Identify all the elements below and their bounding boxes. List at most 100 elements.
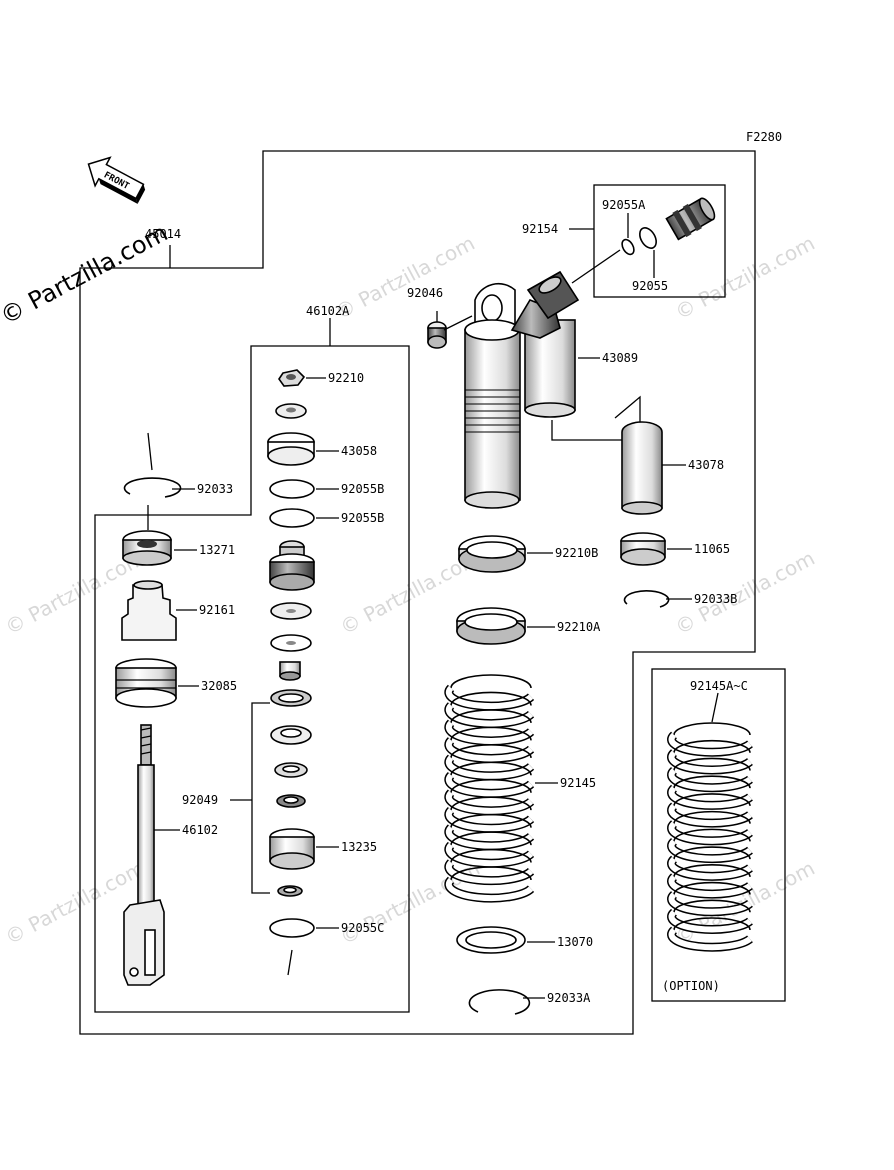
spring-92145A-C: 92145A~C: [667, 679, 753, 952]
spring-coil-highlight: [668, 768, 752, 791]
spring-coil-back: [450, 848, 532, 863]
spring-coil-highlight: [445, 773, 534, 797]
label-92145: 92145: [560, 776, 596, 790]
spring-coil-highlight: [445, 825, 534, 849]
label-92210A: 92210A: [557, 620, 601, 634]
part-43078: 43078: [551, 395, 724, 515]
spring-coil-highlight: [445, 842, 534, 867]
front-arrow-icon: FRONT: [87, 156, 146, 204]
label-11065: 11065: [694, 542, 730, 556]
spring-coil-back: [450, 744, 532, 758]
label-92055C: 92055C: [341, 921, 384, 935]
label-13070: 13070: [557, 935, 593, 949]
label-43078: 43078: [688, 458, 724, 472]
spring-coil-back: [673, 864, 751, 877]
part-13070-spring-seat: 13070: [456, 926, 593, 954]
spring-coil-highlight: [668, 839, 752, 862]
spring-coil-back: [673, 899, 751, 913]
spring-coil-highlight: [445, 738, 534, 762]
watermark: © Partzilla.com: [671, 231, 819, 325]
part-46102-rod: 46102: [123, 724, 218, 986]
part-43058: 43058: [267, 432, 377, 466]
piston-guide: [269, 540, 315, 591]
label-92055B-lower: 92055B: [341, 511, 384, 525]
spring-coil-back: [450, 866, 532, 881]
part-92161: 92161: [121, 580, 235, 641]
part-11065: 11065: [620, 532, 730, 566]
washer-top: [275, 403, 307, 419]
spring-coil-back: [450, 813, 532, 828]
spring-coil-back: [673, 810, 751, 824]
subassembly-46102A-boundary: [94, 345, 410, 1013]
part-92049-group: 92049: [182, 689, 312, 894]
label-32085: 32085: [201, 679, 237, 693]
spring-coil-back: [450, 761, 532, 776]
spring-coil-back: [673, 739, 751, 753]
part-13271: 13271: [122, 505, 235, 566]
label-92049: 92049: [182, 793, 218, 807]
label-13271: 13271: [199, 543, 235, 557]
spring-coil-highlight: [445, 720, 534, 744]
spring-coil-highlight: [445, 755, 534, 779]
spring-coil-back: [450, 709, 532, 724]
spring-coil-highlight: [445, 808, 534, 832]
assembly-boundary: [79, 150, 756, 1035]
spring-coil-highlight: [445, 877, 534, 902]
oring-92055C: 92055C: [269, 918, 384, 976]
label-45014: 45014: [145, 227, 181, 241]
label-92161: 92161: [199, 603, 235, 617]
spring-coil-back: [673, 757, 751, 771]
spring-coil-highlight: [668, 892, 752, 915]
circlip-92033: 92033: [123, 432, 233, 498]
watermark: © Partzilla.com: [331, 231, 479, 325]
spring-coil-highlight: [668, 821, 752, 844]
spring-92145: 92145: [444, 674, 596, 903]
part-32085: 32085: [115, 658, 237, 708]
spring-coil-highlight: [668, 785, 752, 809]
part-92210A-locknut: 92210A: [456, 607, 601, 645]
spring-coil-back: [450, 796, 532, 811]
spring-coil-highlight: [445, 685, 534, 710]
oring-92055B-2: 92055B: [269, 508, 384, 528]
spring-coil-highlight: [668, 856, 752, 880]
part-92046-bushing: 92046: [407, 286, 473, 349]
label-43058: 43058: [341, 444, 377, 458]
subassembly-92154-boundary: [593, 184, 726, 298]
spring-coil-highlight: [668, 732, 752, 756]
spring-coil-back: [673, 722, 751, 736]
circlip-92033B: 92033B: [623, 590, 737, 608]
label-92055A: 92055A: [602, 198, 646, 212]
spring-coil-back: [673, 775, 751, 789]
spring-coil-back: [450, 726, 532, 741]
label-46102: 46102: [182, 823, 218, 837]
spring-coil-highlight: [668, 803, 752, 827]
spring-coil-back: [673, 846, 751, 860]
spring-coil-highlight: [445, 703, 534, 727]
label-92033: 92033: [197, 482, 233, 496]
label-92046: 92046: [407, 286, 443, 300]
oring-92055B-1: 92055B: [269, 479, 384, 499]
spring-coil-back: [450, 674, 532, 689]
spring-coil-highlight: [668, 750, 752, 773]
circlip-92033A: 92033A: [468, 989, 591, 1015]
diagram-code: F2280: [746, 130, 782, 144]
spring-coil-back: [673, 917, 751, 931]
spring-coil-back: [450, 691, 532, 706]
label-92210: 92210: [328, 371, 364, 385]
label-46102A: 46102A: [306, 304, 350, 318]
label-13235: 13235: [341, 840, 377, 854]
washers-stack: [270, 602, 312, 681]
label-92210B: 92210B: [555, 546, 598, 560]
option-box: [651, 668, 786, 1002]
label-92033B: 92033B: [694, 592, 737, 606]
label-43089: 43089: [602, 351, 638, 365]
label-92145A-C: 92145A~C: [690, 679, 748, 693]
option-note: (OPTION): [662, 979, 720, 993]
part-13235: 13235: [269, 828, 377, 897]
spring-coil-back: [673, 881, 751, 895]
part-92210-nut: 92210: [278, 369, 364, 387]
part-92210B-locknut: 92210B: [458, 535, 598, 573]
spring-coil-back: [450, 778, 532, 793]
spring-coil-highlight: [445, 860, 534, 884]
